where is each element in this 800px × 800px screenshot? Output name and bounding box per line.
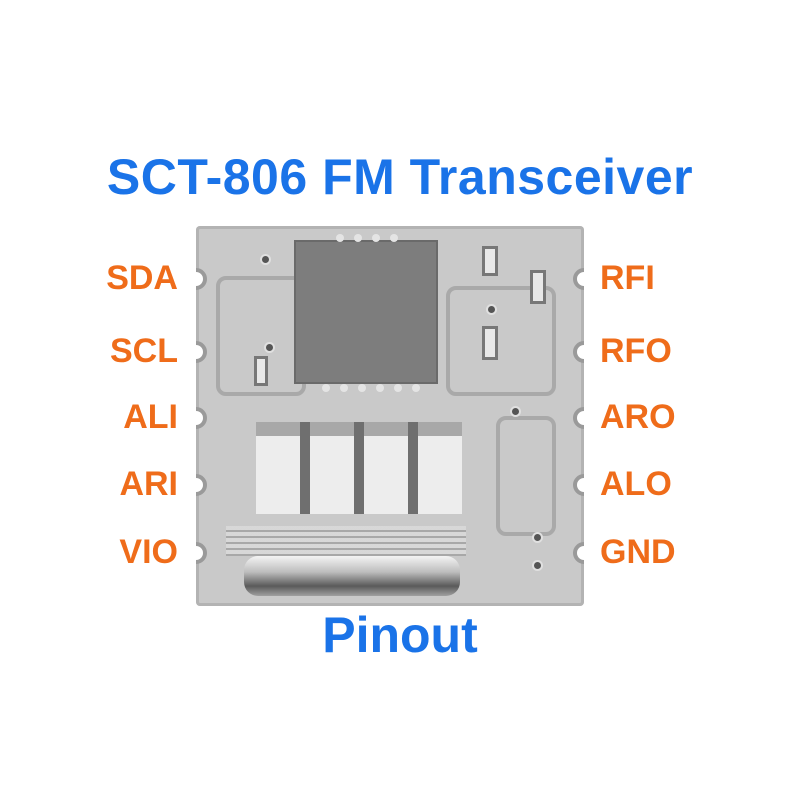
via <box>512 408 519 415</box>
ic-pin <box>390 234 398 242</box>
coil-winding <box>226 526 466 556</box>
pin-label-scl: SCL <box>110 332 178 370</box>
pin-label-rfo: RFO <box>600 332 672 370</box>
capacitor <box>256 422 300 514</box>
ic-pin <box>372 234 380 242</box>
pin-label-gnd: GND <box>600 533 676 571</box>
pad-rfi <box>573 268 584 290</box>
smd-component <box>482 326 498 360</box>
via <box>262 256 269 263</box>
diagram-subtitle: Pinout <box>322 607 478 663</box>
ic-pin <box>340 384 348 392</box>
via <box>534 562 541 569</box>
pad-vio <box>196 542 207 564</box>
pad-ali <box>196 407 207 429</box>
smd-component <box>254 356 268 386</box>
pad-alo <box>573 474 584 496</box>
capacitor-gap <box>408 422 418 514</box>
pad-sda <box>196 268 207 290</box>
ic-pin <box>354 234 362 242</box>
pin-label-ari: ARI <box>119 465 178 503</box>
capacitor-gap <box>354 422 364 514</box>
pin-label-alo: ALO <box>600 465 672 503</box>
ic-pin <box>322 384 330 392</box>
capacitor <box>310 422 354 514</box>
capacitor-gap <box>300 422 310 514</box>
ic-pin <box>376 384 384 392</box>
pad-ari <box>196 474 207 496</box>
ic-pin <box>412 384 420 392</box>
pad-aro <box>573 407 584 429</box>
pad-rfo <box>573 341 584 363</box>
pad-scl <box>196 341 207 363</box>
via <box>488 306 495 313</box>
pad-gnd <box>573 542 584 564</box>
pcb-trace <box>496 416 556 536</box>
diagram-title: SCT-806 FM Transceiver <box>106 149 694 205</box>
via <box>534 534 541 541</box>
pin-label-sda: SDA <box>106 259 178 297</box>
ic-chip <box>294 240 438 384</box>
module-board-image <box>196 226 584 606</box>
ic-pin <box>394 384 402 392</box>
via <box>266 344 273 351</box>
pcb-trace <box>446 286 556 396</box>
pin-label-rfi: RFI <box>600 259 655 297</box>
capacitor <box>418 422 462 514</box>
smd-component <box>530 270 546 304</box>
pin-label-vio: VIO <box>119 533 178 571</box>
smd-component <box>482 246 498 276</box>
capacitor <box>364 422 408 514</box>
ic-pin <box>336 234 344 242</box>
ic-pin <box>358 384 366 392</box>
crystal-oscillator <box>244 556 460 596</box>
pin-label-ali: ALI <box>123 398 178 436</box>
pin-label-aro: ARO <box>600 398 676 436</box>
